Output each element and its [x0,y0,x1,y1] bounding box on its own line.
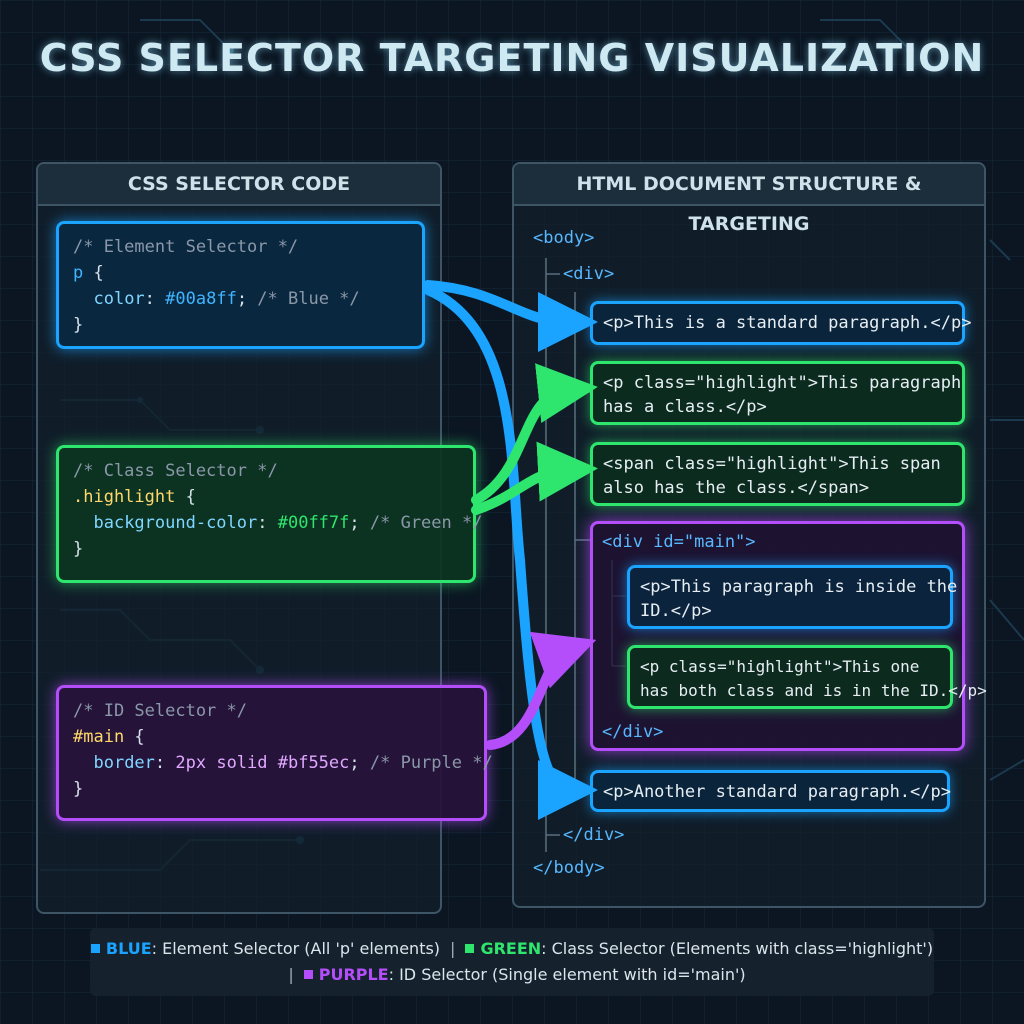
css-property: border [93,753,155,773]
html-node-main-paragraph: <p>This paragraph is inside the ID.</p> [627,565,957,629]
selector-name: #main [73,727,125,747]
div-close-tag: </div> [563,825,625,845]
html-node-highlight-paragraph: <p class="highlight">This paragraph has … [590,361,965,425]
legend-green-label: GREEN [480,939,542,958]
body-open-tag: <body> [533,228,595,248]
legend-purple-text: : ID Selector (Single element with id='m… [388,965,746,984]
green-square-icon [465,944,475,953]
css-value: 2px solid #bf55ec [175,753,350,773]
div-open-tag: <div> [563,264,615,284]
selector-name: .highlight [73,487,176,507]
value-comment: /* Purple */ [369,753,493,773]
class-selector-block: /* Class Selector */ .highlight { backgr… [56,445,482,583]
legend-blue-label: BLUE [105,939,152,958]
legend-separator: | [450,939,456,958]
html-node-paragraph: <p>This is a standard paragraph.</p> [590,301,971,345]
legend: BLUE: Element Selector (All 'p' elements… [90,928,934,996]
value-comment: /* Blue */ [257,289,360,309]
html-node-highlight-span: <span class="highlight">This span also h… [590,442,965,506]
selector-name: p [73,263,84,283]
blue-arrow-to-last-paragraph [423,285,598,820]
html-panel-header: HTML DOCUMENT STRUCTURE & TARGETING [514,164,984,235]
css-property: color [93,289,145,309]
legend-separator: | [288,965,294,984]
html-node-main-highlight: <p class="highlight">This one has both c… [627,645,987,709]
css-value: #00a8ff [165,289,237,309]
value-comment: /* Green */ [369,513,483,533]
green-arrow-to-highlight-span [471,441,598,515]
legend-blue-text: : Element Selector (All 'p' elements) [151,939,441,958]
main-div-open-tag: <div id="main"> [602,532,756,552]
code-comment: /* Element Selector */ [73,237,299,257]
purple-square-icon [303,970,313,979]
blue-arrow-to-first-paragraph [423,280,598,352]
green-arrow-to-highlight-paragraph [471,363,598,505]
legend-purple-label: PURPLE [318,965,389,984]
blue-square-icon [90,944,100,953]
code-comment: /* ID Selector */ [73,701,247,721]
id-selector-block: /* ID Selector */ #main { border: 2px so… [56,685,493,821]
css-value: #00ff7f [277,513,350,533]
page-title: CSS SELECTOR TARGETING VISUALIZATION [39,36,985,80]
legend-green-text: : Class Selector (Elements with class='h… [541,939,934,958]
main-div-close-tag: </div> [602,722,664,742]
css-panel-header: CSS SELECTOR CODE [38,164,440,206]
css-property: background-color [93,513,258,533]
code-comment: /* Class Selector */ [73,461,278,481]
purple-arrow-to-main-div [485,631,597,750]
body-close-tag: </body> [533,858,605,878]
